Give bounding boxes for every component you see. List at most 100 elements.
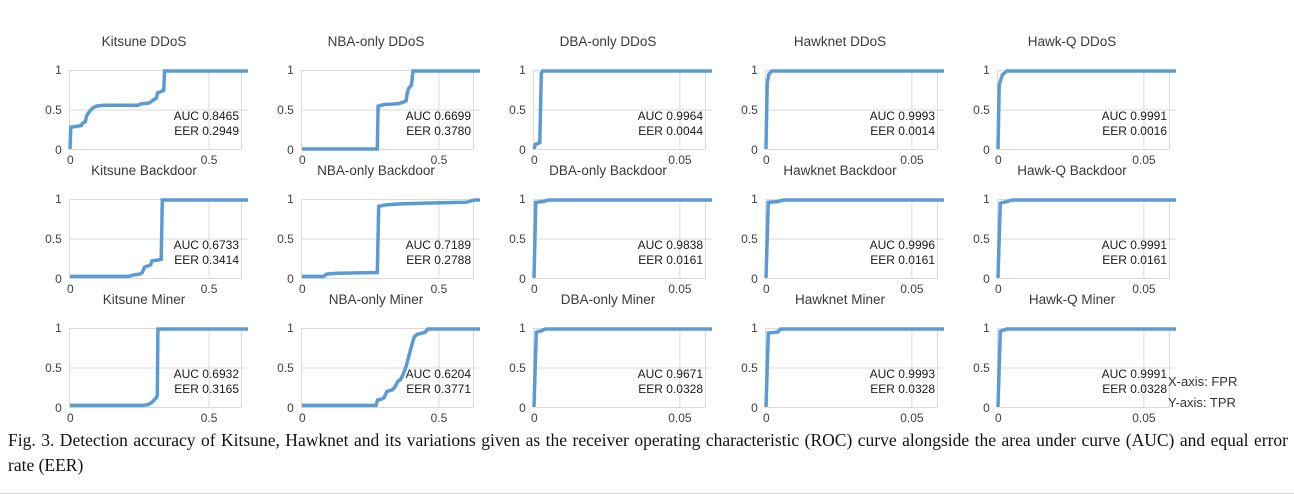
- y-tick-label: 0.5: [45, 232, 62, 246]
- y-tick-label: 0: [983, 143, 990, 157]
- y-tick-label: 0: [519, 401, 526, 415]
- auc-value: AUC 0.9991: [1101, 108, 1167, 123]
- x-tick-label: 0.5: [200, 282, 218, 296]
- x-tick-label: 0.05: [900, 282, 924, 296]
- y-tick-label: 0.5: [741, 232, 758, 246]
- y-tick-label: 0: [983, 401, 990, 415]
- roc-curve-svg: [68, 69, 248, 150]
- x-tick-label: 0: [299, 411, 306, 425]
- roc-curve: [764, 198, 944, 279]
- roc-curve-svg: [69, 327, 248, 408]
- y-tick-label: 1: [519, 321, 526, 335]
- eer-value: EER 0.3780: [406, 124, 471, 139]
- auc-value: AUC 0.8465: [173, 108, 239, 123]
- auc-value: AUC 0.9991: [1101, 366, 1167, 381]
- x-tick-label: 0.05: [1132, 411, 1156, 425]
- x-tick-label: 0.05: [668, 153, 692, 167]
- auc-value: AUC 0.6699: [405, 108, 471, 123]
- plot-title: Hawk-Q DDoS: [1027, 34, 1117, 49]
- roc-curve: [996, 198, 1176, 279]
- y-tick-label: 1: [983, 192, 990, 206]
- plot-title: Hawknet Backdoor: [783, 163, 897, 178]
- eer-value: EER 0.0328: [870, 382, 935, 397]
- y-tick-label: 0.5: [277, 361, 294, 375]
- plot-title: NBA-only DDoS: [327, 34, 425, 49]
- y-tick-label: 0: [751, 272, 758, 286]
- auc-value: AUC 0.9838: [637, 237, 703, 252]
- y-tick-label: 0: [55, 272, 62, 286]
- y-tick-label: 0.5: [277, 103, 294, 117]
- plot-title: NBA-only Backdoor: [317, 163, 435, 178]
- roc-curve-svg: [996, 69, 1176, 150]
- x-tick-label: 0: [531, 411, 538, 425]
- roc-curve: [301, 198, 480, 279]
- roc-curve-svg: [996, 198, 1176, 279]
- x-tick-label: 0: [67, 411, 74, 425]
- x-tick-label: 0.5: [430, 153, 448, 167]
- y-tick-label: 0.5: [509, 232, 526, 246]
- eer-value: EER 0.0161: [870, 253, 935, 268]
- x-tick-label: 0.05: [1132, 282, 1156, 296]
- auc-value: AUC 0.6204: [405, 366, 471, 381]
- y-tick-label: 0: [751, 143, 758, 157]
- y-tick-label: 0.5: [973, 361, 990, 375]
- auc-value: AUC 0.9993: [869, 108, 935, 123]
- roc-curve: [996, 327, 1176, 408]
- roc-curve-svg: [764, 327, 944, 408]
- plot-title: Hawknet Miner: [794, 292, 886, 307]
- roc-curve: [996, 69, 1176, 150]
- x-tick-label: 0.05: [1132, 153, 1156, 167]
- auc-value: AUC 0.9671: [637, 366, 703, 381]
- x-tick-label: 0: [763, 411, 770, 425]
- x-tick-label: 0: [531, 153, 538, 167]
- roc-curve-svg: [532, 69, 712, 150]
- auc-value: AUC 0.9991: [1101, 237, 1167, 252]
- roc-curve: [764, 327, 944, 408]
- x-tick-label: 0.5: [200, 411, 218, 425]
- figure-caption: Fig. 3. Detection accuracy of Kitsune, H…: [8, 430, 1288, 475]
